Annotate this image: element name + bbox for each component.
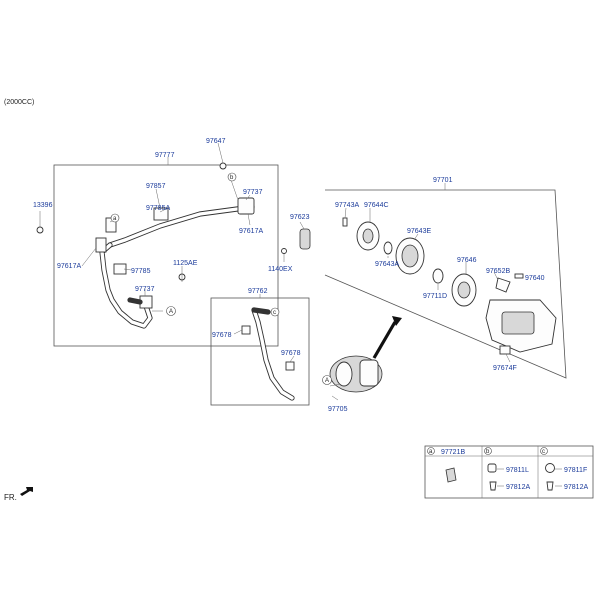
valve-core-97812A-b bbox=[489, 481, 497, 491]
cap-97811L bbox=[487, 463, 497, 473]
marker-a bbox=[110, 213, 120, 223]
legend-callout-97812A-b[interactable]: 97812A bbox=[506, 484, 530, 491]
callout-97617A-upper[interactable]: 97617A bbox=[239, 228, 263, 235]
marker-A-right-label: A bbox=[325, 378, 329, 384]
callout-97743A[interactable]: 97743A bbox=[335, 202, 359, 209]
front-label: FR. bbox=[4, 493, 17, 502]
hose-fitting-97617A bbox=[95, 237, 107, 253]
callout-97777[interactable]: 97777 bbox=[155, 152, 175, 159]
callout-97737-lower[interactable]: 97737 bbox=[135, 286, 155, 293]
hose-clamp-97785 bbox=[113, 263, 127, 275]
callout-97678-lower[interactable]: 97678 bbox=[281, 350, 301, 357]
compressor-exploded-group: 97701 97743A 97644C 97643E bbox=[324, 177, 567, 379]
callout-1140EX[interactable]: 1140EX bbox=[268, 266, 293, 273]
o-ring-97678-upper bbox=[241, 325, 251, 335]
legend-callout-97721B[interactable]: 97721B bbox=[441, 449, 465, 456]
hose-clamp-97857 bbox=[153, 207, 169, 221]
valve-core-97812A-c bbox=[546, 481, 554, 491]
callout-97711D[interactable]: 97711D bbox=[423, 293, 447, 300]
bolt-97647 bbox=[219, 162, 227, 170]
bolt-1140EX bbox=[281, 248, 287, 254]
compressor-rear-housing bbox=[359, 359, 379, 387]
legend-b-letter: b bbox=[486, 449, 490, 455]
callout-97640[interactable]: 97640 bbox=[525, 275, 545, 282]
assembly-arrow bbox=[372, 321, 397, 359]
legend-frame bbox=[424, 445, 594, 499]
callout-97617A-left[interactable]: 97617A bbox=[57, 263, 81, 270]
callout-97785[interactable]: 97785 bbox=[131, 268, 151, 275]
callout-97643E[interactable]: 97643E bbox=[407, 228, 431, 235]
callout-97705[interactable]: 97705 bbox=[328, 406, 348, 413]
bracket-97652B bbox=[495, 277, 511, 293]
suction-hose-group: a b A 97647 97777 97857 97785A 97737 976… bbox=[33, 138, 279, 347]
valve-97623 bbox=[299, 228, 311, 250]
engine-variant-label: (2000CC) bbox=[4, 99, 34, 106]
callout-97652B[interactable]: 97652B bbox=[486, 268, 510, 275]
compressor-pulley-face bbox=[335, 361, 353, 387]
callout-97643A[interactable]: 97643A bbox=[375, 261, 399, 268]
front-direction-indicator: FR. bbox=[4, 487, 33, 502]
ring-97711D bbox=[432, 268, 444, 284]
callout-97623[interactable]: 97623 bbox=[290, 214, 310, 221]
snap-ring-97643A bbox=[383, 241, 393, 255]
group-frame-97777 bbox=[53, 164, 279, 347]
compressor-assembly-main: A 97705 bbox=[322, 316, 402, 413]
marker-A-left-label: A bbox=[169, 309, 173, 315]
marker-c-label: c bbox=[273, 310, 276, 316]
callout-13396[interactable]: 13396 bbox=[33, 202, 53, 209]
hose-end-fitting bbox=[237, 197, 255, 215]
service-valve-group: 97623 1140EX bbox=[268, 214, 311, 273]
assembly-arrow-head bbox=[392, 316, 402, 326]
discharge-hose-group: c 97762 97678 97678 bbox=[210, 288, 310, 406]
callout-97647[interactable]: 97647 bbox=[206, 138, 226, 145]
marker-c bbox=[270, 307, 280, 317]
bolt-97640 bbox=[514, 273, 524, 279]
callout-97644C[interactable]: 97644C bbox=[364, 202, 389, 209]
legend-callout-97812A-c[interactable]: 97812A bbox=[564, 484, 588, 491]
front-arrow-icon bbox=[20, 487, 33, 496]
marker-b-label: b bbox=[230, 175, 234, 181]
group-frame-97701 bbox=[324, 189, 567, 379]
callout-97785A[interactable]: 97785A bbox=[146, 205, 170, 212]
marker-A-right bbox=[322, 375, 332, 385]
bolt-13396 bbox=[36, 226, 44, 234]
callout-97646[interactable]: 97646 bbox=[457, 257, 477, 264]
legend-callout-97811L[interactable]: 97811L bbox=[506, 467, 529, 474]
callout-97737-upper[interactable]: 97737 bbox=[243, 189, 263, 196]
clip-97721B bbox=[445, 467, 457, 483]
callout-97701[interactable]: 97701 bbox=[433, 177, 453, 184]
callout-97678-upper[interactable]: 97678 bbox=[212, 332, 232, 339]
marker-b bbox=[227, 172, 237, 182]
o-ring-97678-lower bbox=[285, 361, 295, 371]
switch-97674F bbox=[499, 345, 511, 355]
legend-a-letter: a bbox=[429, 449, 433, 455]
legend-callout-97811F[interactable]: 97811F bbox=[564, 467, 587, 474]
callout-1125AE[interactable]: 1125AE bbox=[173, 260, 198, 267]
marker-a-label: a bbox=[113, 216, 117, 222]
legend-table: a 97721B b 97811L 97812A c 97811F 97812A bbox=[424, 445, 594, 499]
callout-97762[interactable]: 97762 bbox=[248, 288, 268, 295]
legend-c-letter: c bbox=[542, 449, 545, 455]
marker-A-left bbox=[166, 306, 176, 316]
callout-97674F[interactable]: 97674F bbox=[493, 365, 517, 372]
cap-97811F bbox=[545, 463, 555, 473]
callout-97857[interactable]: 97857 bbox=[146, 183, 166, 190]
bolt-97743A bbox=[342, 217, 348, 227]
